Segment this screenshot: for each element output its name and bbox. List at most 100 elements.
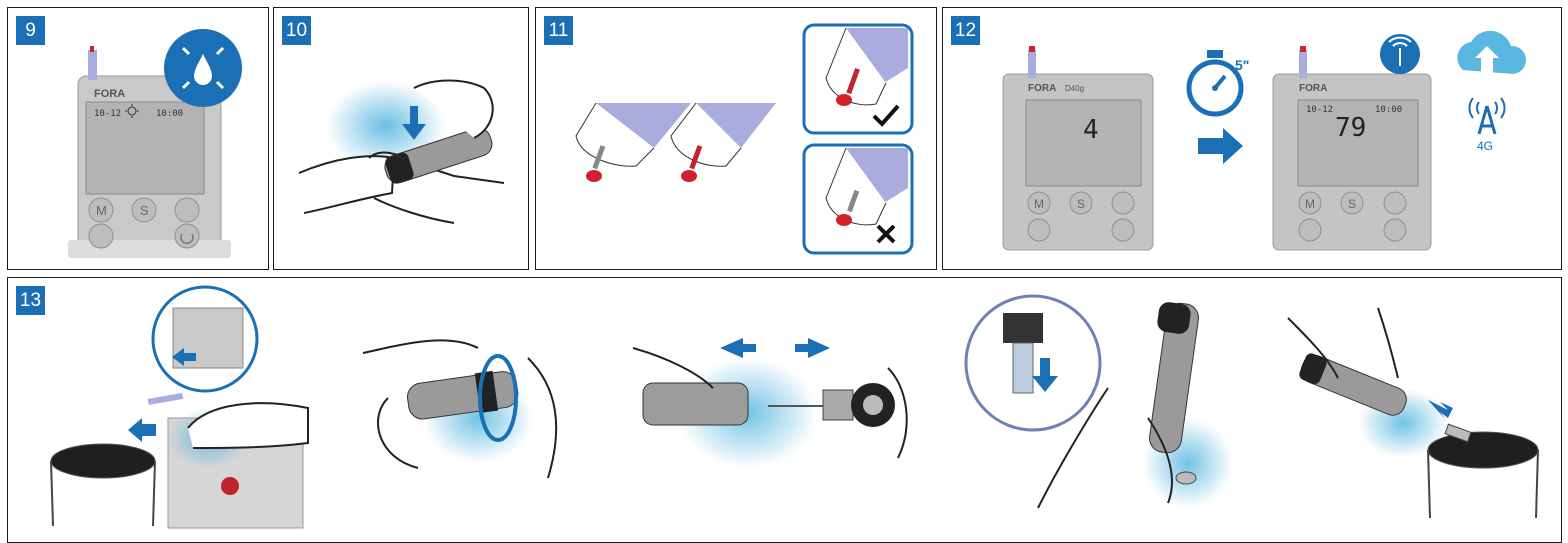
pull-right-arrow-icon: [795, 338, 830, 358]
device-button: [863, 395, 883, 415]
meter-port: [221, 477, 239, 495]
waste-bin-2-opening: [1427, 431, 1539, 469]
meter-2-strip: [1299, 50, 1307, 78]
step-13-panel: 13: [7, 277, 1562, 543]
dropped-lancet: [1175, 471, 1197, 485]
left-hand-outline: [362, 339, 479, 354]
left-fingers: [377, 397, 419, 469]
meter-2-scroll-button: [1383, 191, 1407, 215]
meter-1-s-button: [1069, 191, 1093, 215]
finger: [298, 155, 396, 214]
meter-2-s-button: [1340, 191, 1364, 215]
step-11-illustration: [575, 23, 914, 255]
meter-2-m-label: M: [1305, 197, 1315, 211]
test-strip: [88, 50, 97, 80]
device-cap: [642, 382, 749, 426]
step-number: 12: [951, 16, 980, 45]
meter-brand: FORA: [94, 88, 125, 100]
checkmark-icon: [872, 104, 900, 127]
cloud-upload-icon: [1457, 30, 1527, 74]
m-button-label: M: [96, 203, 107, 218]
strip-top-2: [696, 103, 776, 148]
step-12-illustration: FORA D40g 4 M S 5" FORA 10-12 10:00 79 M…: [1002, 30, 1527, 251]
stopwatch-icon: [1186, 50, 1244, 117]
step-number: 10: [282, 16, 311, 45]
step-10-illustration: [298, 79, 505, 224]
blood-drop-2: [681, 170, 697, 182]
pull-left-arrow-icon: [720, 338, 756, 358]
step-9-panel: 9 FORA 10-12 10:00 M S: [7, 7, 269, 270]
dispose-arrow-icon: [1032, 358, 1058, 392]
meter-2-m-button: [1298, 191, 1322, 215]
press-arrow-icon: [402, 106, 426, 140]
step-12-panel: 12 FORA D40g 4 M S 5" FORA 10-12 10:00 7…: [942, 7, 1562, 270]
right-hand-outline: [527, 357, 558, 479]
screen-time: 10:00: [156, 109, 183, 119]
next-arrow-icon: [1198, 128, 1243, 164]
meter-1-power-button: [1111, 218, 1135, 242]
meter-1-screen: [1025, 99, 1142, 187]
scroll-button: [174, 197, 200, 223]
glucose-result: 79: [1335, 113, 1366, 143]
step-number: 9: [16, 16, 45, 45]
hand-top-outline: [1287, 317, 1339, 379]
blood-drop-blinking-icon: [125, 104, 139, 118]
correct-strip-channel: [846, 68, 860, 95]
s-button-label: S: [140, 203, 149, 218]
palm-outline: [373, 197, 455, 224]
timer-label: 5": [1235, 57, 1249, 73]
meter-2-s-label: S: [1348, 197, 1356, 211]
cross-icon: [876, 224, 896, 244]
meter-1-scroll-button: [1111, 191, 1135, 215]
meter-1-strip-tip: [1029, 46, 1035, 52]
meter-2-brand: FORA: [1299, 83, 1327, 94]
power-button: [174, 223, 200, 249]
strip-channel-2: [689, 145, 703, 170]
strip-tip: [90, 46, 94, 52]
lancet-holder: [822, 389, 854, 421]
meter-2-screen: [1297, 99, 1419, 187]
angled-device: [1299, 353, 1407, 416]
ejected-strip: [147, 392, 184, 405]
correct-blood-drop: [836, 94, 852, 106]
meter-2-power-button: [1383, 218, 1407, 242]
step-11-panel: 11: [535, 7, 937, 270]
meter-1-s-label: S: [1077, 197, 1085, 211]
s-button: [131, 197, 157, 223]
blood-drop-1: [586, 170, 602, 182]
eject-arrow-icon: [128, 418, 156, 442]
bottom-left-button: [88, 223, 114, 249]
step-number: 11: [544, 16, 573, 45]
hand-dispose-outline: [1037, 387, 1109, 509]
incorrect-blood-drop: [836, 214, 852, 226]
thumb-eject: [187, 402, 309, 449]
meter-2-strip-tip: [1300, 46, 1306, 52]
meter-2-bottom-button: [1298, 218, 1322, 242]
twist-arrow-icon: [478, 354, 518, 442]
inset-lancet: [1012, 342, 1034, 394]
correct-strip-top: [846, 28, 908, 88]
thumb: [413, 79, 494, 139]
meter-1-strip: [1028, 50, 1036, 78]
screen-date: 10-12: [94, 109, 121, 119]
m-button: [88, 197, 114, 223]
meter-1-model: D40g: [1065, 84, 1084, 93]
transmission-badge-icon: [1380, 34, 1420, 74]
finger-dispose-outline: [1147, 417, 1173, 504]
incorrect-strip-channel: [847, 189, 860, 213]
lancing-device: [384, 127, 493, 184]
countdown-digit: 4: [1083, 115, 1099, 145]
waste-bin-2-body: [1427, 449, 1539, 519]
hand-top-outline-2: [1377, 307, 1399, 379]
step-13-illustration: [50, 285, 1539, 529]
vertical-device-cap: [1157, 302, 1191, 334]
eject-into-bin-arrow-icon: [1428, 400, 1453, 420]
waste-bin-1-opening: [50, 443, 156, 479]
falling-lancet: [1444, 423, 1472, 443]
strip-top-1: [596, 103, 691, 148]
blood-drop-badge-icon: [164, 29, 242, 107]
inset-device-tip: [1003, 313, 1043, 343]
meter-1-m-label: M: [1034, 197, 1044, 211]
meter-2-date: 10-12: [1306, 105, 1333, 115]
strip-channel-1: [592, 145, 606, 170]
